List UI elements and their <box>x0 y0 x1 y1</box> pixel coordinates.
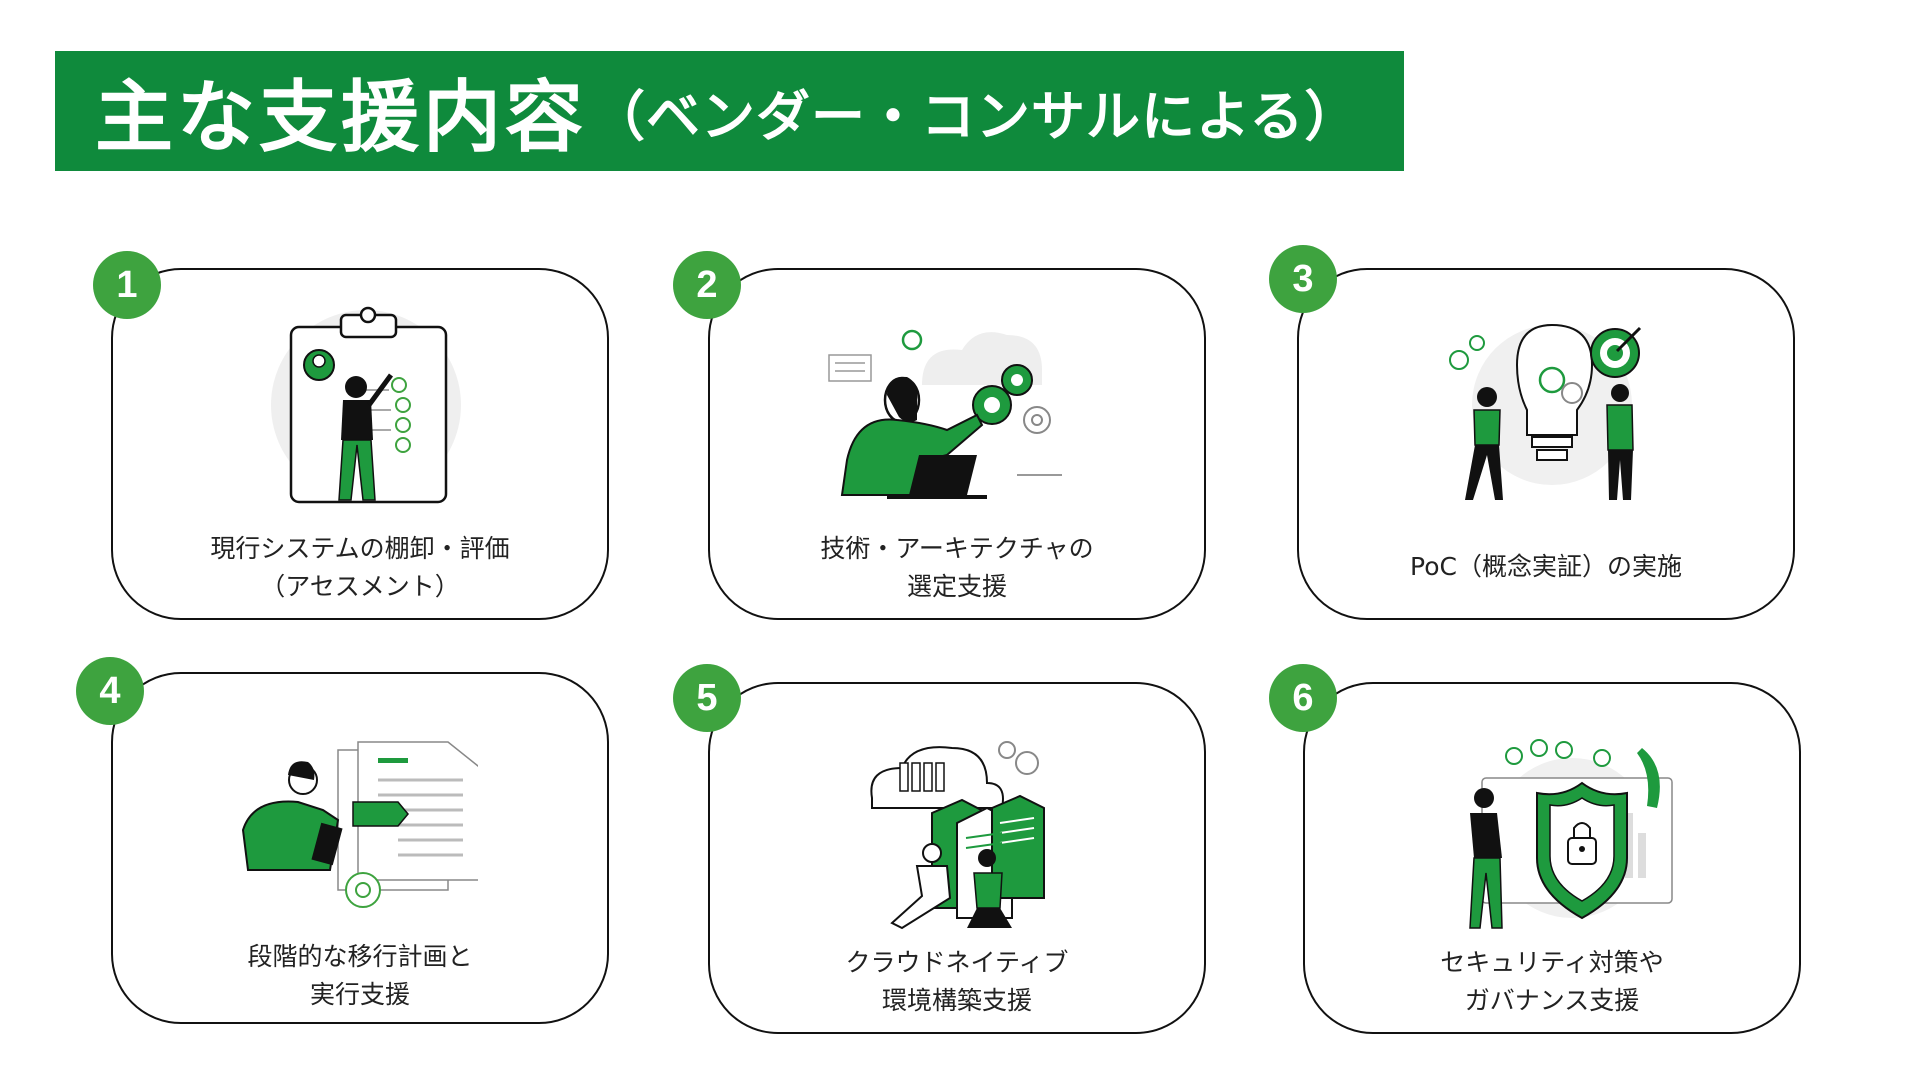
number-badge: 6 <box>1269 664 1337 732</box>
card-label-line1: PoC（概念実証）の実施 <box>1410 552 1682 581</box>
number-badge: 2 <box>673 251 741 319</box>
page-title: 主な支援内容 <box>95 73 588 163</box>
card-label: 段階的な移行計画と 実行支援 <box>111 938 609 1014</box>
cloud-gears-laptop-icon <box>828 329 1062 499</box>
card-label-line2: 選定支援 <box>906 572 1007 601</box>
card-label: クラウドネイティブ 環境構築支援 <box>708 944 1206 1020</box>
card-label: セキュリティ対策や ガバナンス支援 <box>1303 944 1801 1020</box>
number-badge: 4 <box>76 657 144 725</box>
card-label-line2: ガバナンス支援 <box>1464 986 1640 1015</box>
document-plan-icon <box>241 741 478 908</box>
page-subtitle: （ベンダー・コンサルによる） <box>591 84 1360 148</box>
security-shield-icon <box>1469 739 1673 929</box>
card-label-line1: クラウドネイティブ <box>845 948 1069 977</box>
card-label-line1: セキュリティ対策や <box>1440 948 1664 977</box>
card-label-line2: 実行支援 <box>309 980 410 1009</box>
card-label: 現行システムの棚卸・評価 （アセスメント） <box>111 530 609 606</box>
clipboard-checklist-icon <box>271 306 461 504</box>
card-label-line1: 現行システムの棚卸・評価 <box>210 534 510 563</box>
title-banner: 主な支援内容 （ベンダー・コンサルによる） <box>55 51 1404 171</box>
card-label-line1: 段階的な移行計画と <box>247 942 473 971</box>
card-label: PoC（概念実証）の実施 <box>1297 548 1795 586</box>
card-label-line2: （アセスメント） <box>260 572 460 601</box>
lightbulb-target-icon <box>1449 323 1642 500</box>
number-badge: 5 <box>673 664 741 732</box>
card-label: 技術・アーキテクチャの 選定支援 <box>708 530 1206 606</box>
number-badge: 3 <box>1269 245 1337 313</box>
number-badge: 1 <box>93 251 161 319</box>
card-label-line1: 技術・アーキテクチャの <box>820 534 1094 563</box>
card-label-line2: 環境構築支援 <box>881 986 1032 1015</box>
cloud-server-icon <box>870 741 1045 930</box>
